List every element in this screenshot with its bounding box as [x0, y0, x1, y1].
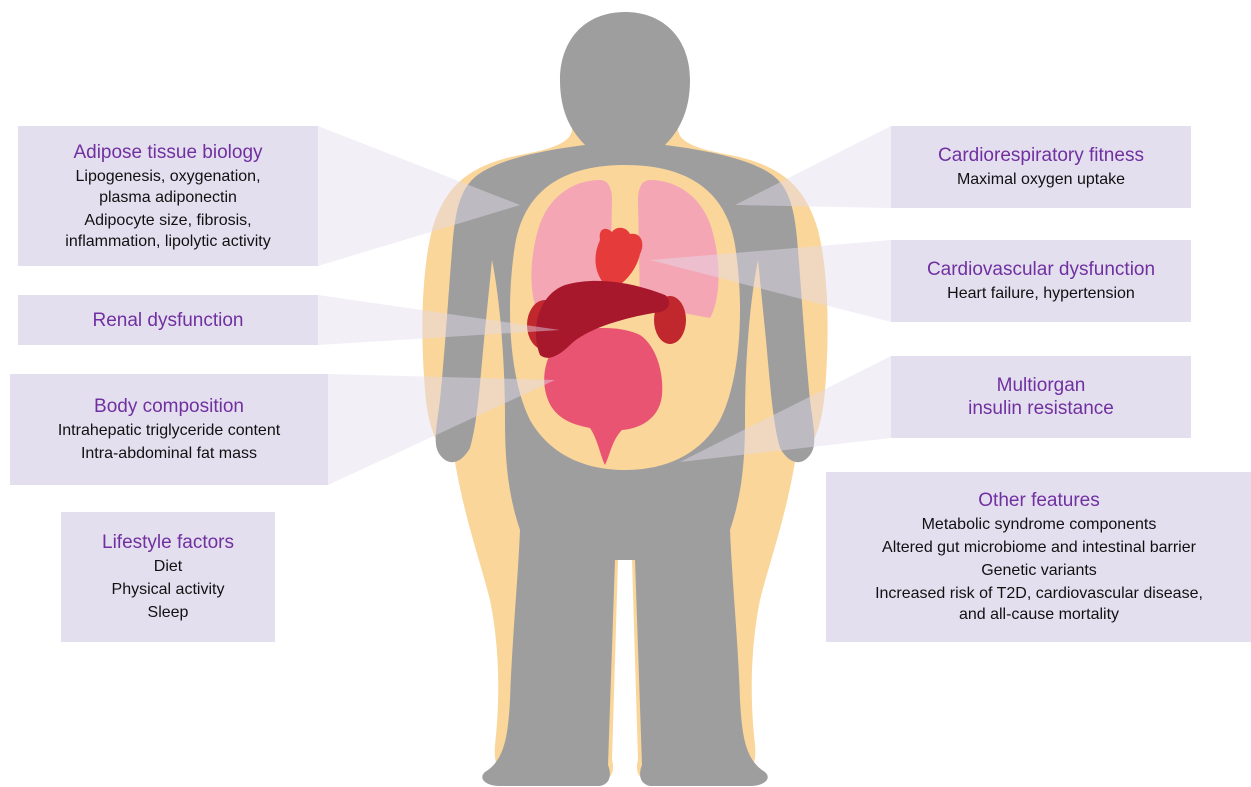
other-line-1: Metabolic syndrome components	[875, 514, 1203, 535]
multiorgan-insulin-resistance-box: Multiorgan insulin resistance	[891, 356, 1191, 438]
other-features-box: Other features Metabolic syndrome compon…	[826, 472, 1251, 642]
cardiovascular-dysfunction-box: Cardiovascular dysfunction Heart failure…	[891, 240, 1191, 322]
cardiovascular-line-1: Heart failure, hypertension	[947, 283, 1135, 304]
lifestyle-line-1: Diet	[112, 556, 225, 577]
adipose-line-1: Lipogenesis, oxygenation, plasma adipone…	[65, 166, 270, 208]
body-composition-box: Body composition Intrahepatic triglyceri…	[10, 374, 328, 485]
adipose-tissue-biology-title: Adipose tissue biology	[73, 141, 262, 164]
multiorgan-insulin-resistance-title: Multiorgan insulin resistance	[968, 374, 1114, 420]
cardiorespiratory-fitness-box: Cardiorespiratory fitness Maximal oxygen…	[891, 126, 1191, 208]
adipose-line-2: Adipocyte size, fibrosis, inflammation, …	[65, 210, 270, 252]
body-composition-title: Body composition	[94, 395, 244, 418]
body-composition-line-1: Intrahepatic triglyceride content	[58, 420, 280, 441]
other-line-2: Altered gut microbiome and intestinal ba…	[875, 537, 1203, 558]
other-line-3: Genetic variants	[875, 560, 1203, 581]
cardiorespiratory-line-1: Maximal oxygen uptake	[957, 169, 1125, 190]
lifestyle-line-2: Physical activity	[112, 579, 225, 600]
renal-dysfunction-box: Renal dysfunction	[18, 295, 318, 345]
lifestyle-factors-title: Lifestyle factors	[102, 531, 234, 554]
body-composition-line-2: Intra-abdominal fat mass	[58, 443, 280, 464]
cardiovascular-dysfunction-title: Cardiovascular dysfunction	[927, 258, 1155, 281]
cardiorespiratory-fitness-title: Cardiorespiratory fitness	[938, 144, 1144, 167]
lifestyle-factors-box: Lifestyle factors Diet Physical activity…	[61, 512, 275, 642]
other-line-4: Increased risk of T2D, cardiovascular di…	[875, 583, 1203, 625]
adipose-tissue-biology-box: Adipose tissue biology Lipogenesis, oxyg…	[18, 126, 318, 266]
other-features-title: Other features	[978, 489, 1099, 512]
lifestyle-line-3: Sleep	[112, 602, 225, 623]
renal-dysfunction-title: Renal dysfunction	[92, 309, 243, 332]
